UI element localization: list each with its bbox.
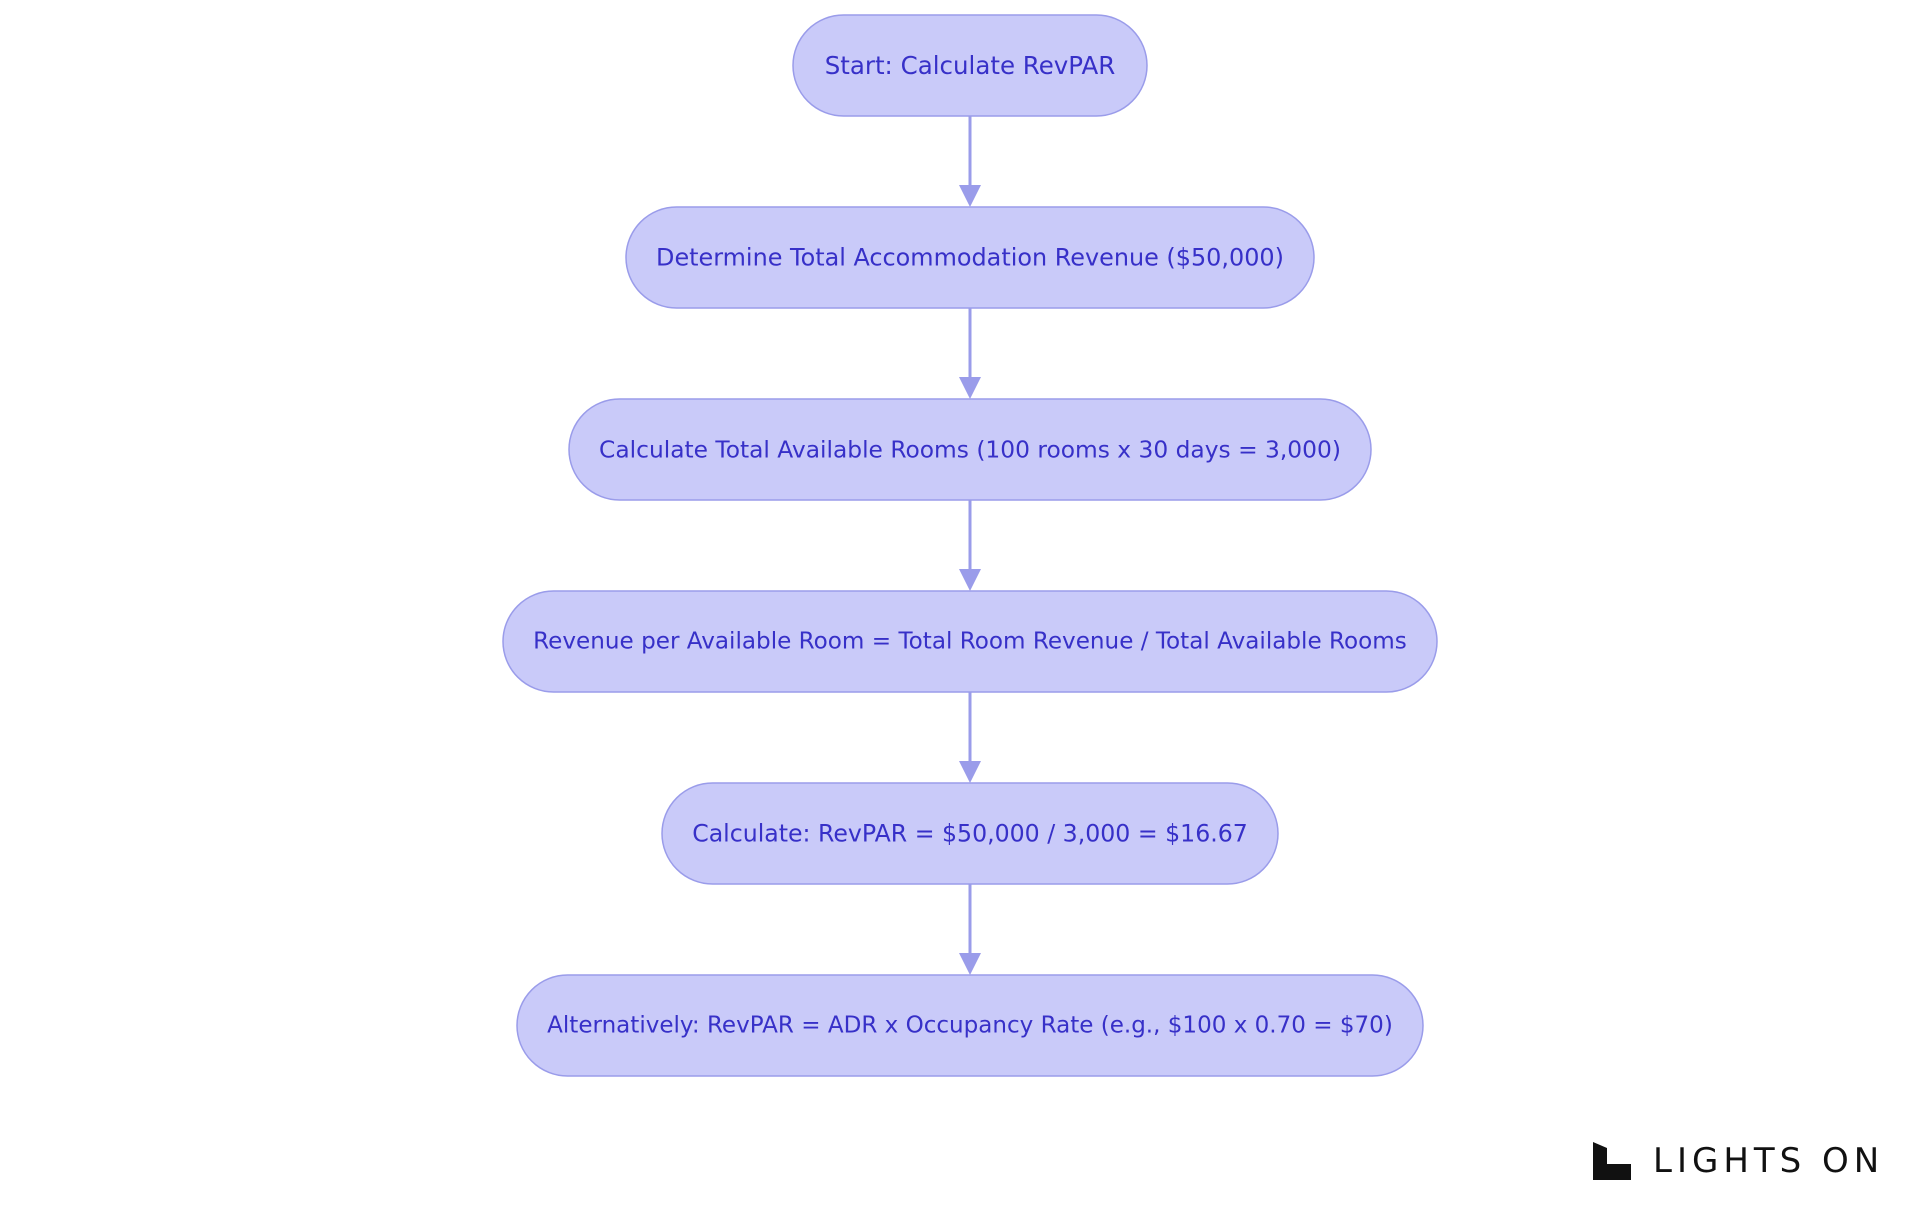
flow-node-shape [625,206,1315,309]
logo-text: LIGHTS ON [1653,1141,1885,1181]
edges-layer [959,116,981,975]
flow-node-formula: Revenue per Available Room = Total Room … [502,590,1438,693]
flow-node-label: Calculate Total Available Rooms (100 roo… [599,436,1341,464]
arrowhead-icon [959,761,981,783]
flow-node-rooms: Calculate Total Available Rooms (100 roo… [568,398,1372,501]
flow-node-label: Alternatively: RevPAR = ADR x Occupancy … [547,1013,1393,1039]
flow-node-revenue: Determine Total Accommodation Revenue ($… [625,206,1315,309]
flow-node-alternative: Alternatively: RevPAR = ADR x Occupancy … [516,974,1424,1077]
flow-node-shape [502,590,1438,693]
flow-node-label: Calculate: RevPAR = $50,000 / 3,000 = $1… [692,820,1248,848]
lights-on-logo-icon [1593,1142,1631,1180]
arrowhead-icon [959,185,981,207]
flow-node-start: Start: Calculate RevPAR [792,14,1148,117]
flow-node-shape [661,782,1279,885]
flow-node-shape [516,974,1424,1077]
arrowhead-icon [959,953,981,975]
arrowhead-icon [959,377,981,399]
flow-node-label: Determine Total Accommodation Revenue ($… [656,244,1284,272]
flow-node-shape [792,14,1148,117]
flow-node-shape [568,398,1372,501]
arrowhead-icon [959,569,981,591]
flow-node-label: Start: Calculate RevPAR [825,51,1116,80]
flow-node-calculate: Calculate: RevPAR = $50,000 / 3,000 = $1… [661,782,1279,885]
flow-node-label: Revenue per Available Room = Total Room … [533,629,1407,655]
lights-on-logo: LIGHTS ON [1591,1139,1884,1183]
nodes-layer: Start: Calculate RevPAR Determine Total A… [502,14,1438,1077]
